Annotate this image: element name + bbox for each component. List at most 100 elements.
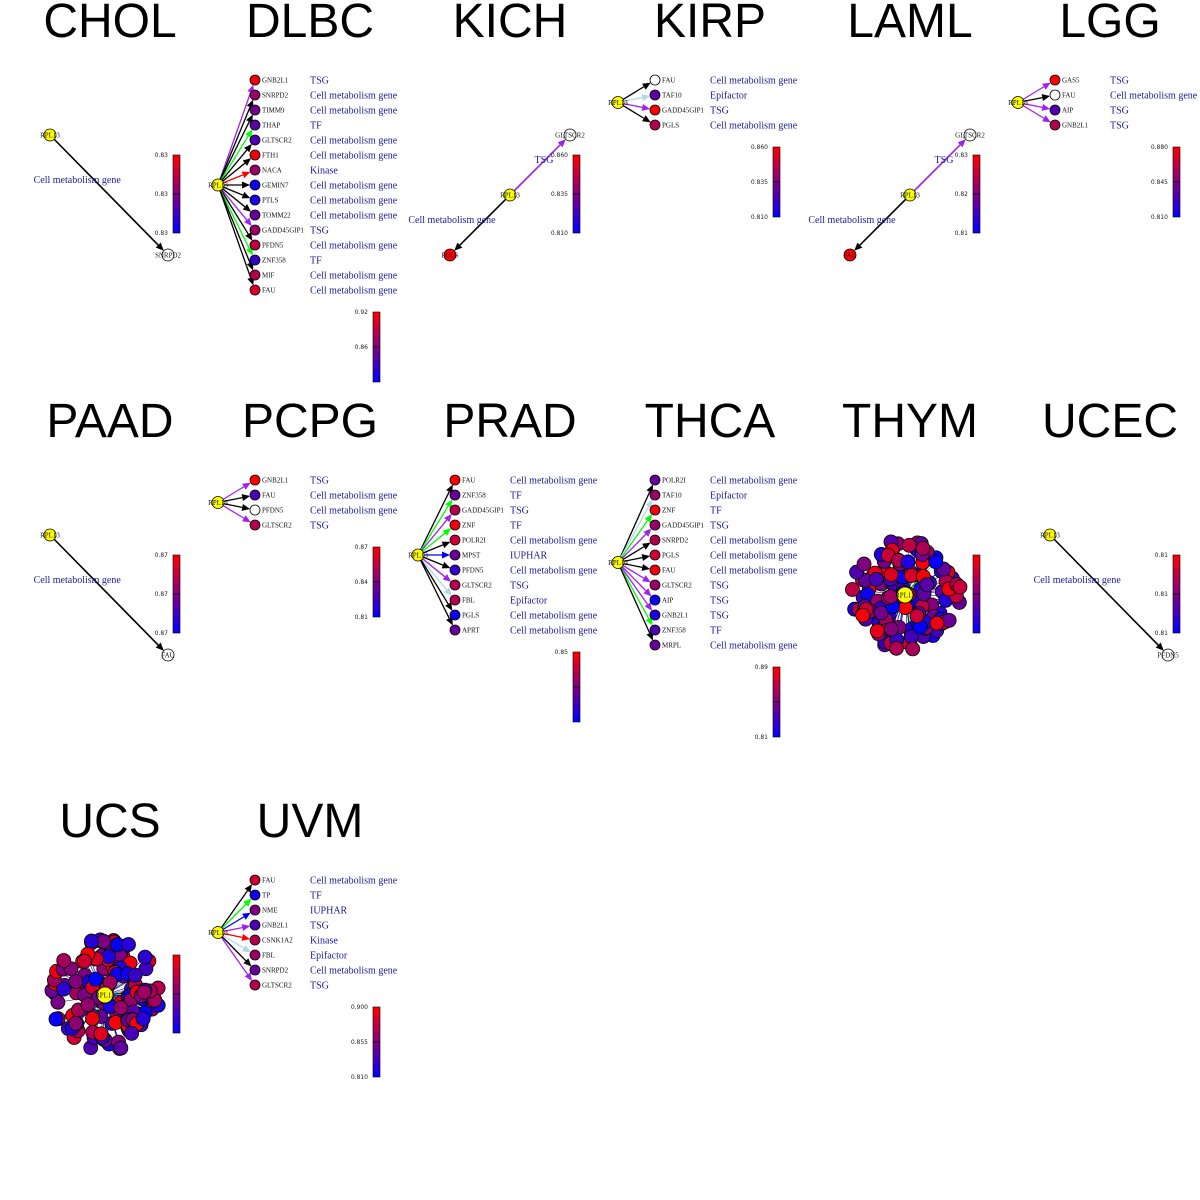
gene-node	[121, 937, 136, 952]
gene-node	[1049, 104, 1061, 116]
panel-title: LGG	[1059, 0, 1161, 48]
gene-node	[649, 74, 661, 86]
gene-label: AIP	[1062, 107, 1073, 115]
gene-node	[93, 1026, 109, 1042]
network-graph: RPL13	[44, 932, 181, 1056]
edge-type-label: TSG	[510, 581, 529, 592]
arrowhead	[446, 484, 453, 494]
arrowhead	[242, 912, 251, 920]
edge-type-label: Cell metabolism gene	[310, 181, 398, 192]
gene-node	[888, 640, 904, 656]
edge-type-label: Epifactor	[310, 951, 348, 962]
gene-node	[249, 209, 261, 221]
edge-labels: RPL13	[95, 992, 115, 1000]
gene-label: RPL13	[1008, 99, 1028, 107]
gene-node	[50, 994, 66, 1010]
gene-node	[449, 534, 461, 546]
nodes	[411, 474, 461, 636]
colorbar-tick-label: 0.900	[351, 1004, 368, 1011]
gene-node	[855, 607, 871, 623]
gene-node	[249, 194, 261, 206]
edge-type-label: TSG	[1110, 121, 1129, 132]
gene-label: POLR2I	[462, 537, 486, 545]
gene-label: FAU	[262, 877, 275, 885]
gene-label: FAU	[662, 77, 675, 85]
gene-node	[68, 1015, 84, 1031]
nodes	[845, 534, 968, 657]
arrowhead	[245, 232, 253, 241]
gene-node	[211, 926, 225, 939]
gene-label: PGLS	[662, 122, 679, 130]
gene-label: FTH1	[262, 152, 279, 160]
colorbar-tick-label: 0.81	[1155, 591, 1169, 598]
edge	[417, 491, 450, 556]
edge-type-label: Cell metabolism gene	[710, 641, 798, 652]
colorbar-tick-label: 0.835	[551, 191, 568, 198]
gene-node	[649, 104, 661, 116]
edge-type-label: TSG	[310, 226, 329, 237]
gene-node	[449, 519, 461, 531]
gene-node	[249, 149, 261, 161]
arrowhead	[644, 602, 653, 611]
gene-label: AIP	[662, 597, 673, 605]
gene-node	[76, 953, 92, 969]
gene-label: ZNF	[462, 522, 475, 530]
colorbar-tick-label: 0.860	[751, 144, 768, 151]
gene-label: GLTSCR2	[955, 132, 985, 140]
gene-label: MRPL	[662, 642, 681, 650]
edge-type-label: Cell metabolism gene	[710, 476, 798, 487]
gene-label: SNRPD2	[262, 967, 289, 975]
colorbar-tick-label: 0.81	[1155, 552, 1169, 559]
colorbar-tick-label: 0.845	[1151, 179, 1168, 186]
gene-node	[449, 594, 461, 606]
gene-node	[649, 549, 661, 561]
edge-type-label: TSG	[310, 76, 329, 87]
arrowhead	[641, 554, 651, 562]
gene-label: GADD45GIP1	[262, 227, 305, 235]
gene-label: RPL13	[608, 99, 628, 107]
arrowhead	[441, 541, 451, 549]
arrowhead	[645, 499, 653, 509]
edge	[617, 562, 650, 619]
gene-label: RPL13	[1040, 532, 1060, 540]
edge-type-label: TF	[310, 891, 322, 902]
arrowhead	[446, 616, 453, 626]
edge-type-label: Cell metabolism gene	[510, 476, 598, 487]
gene-node	[249, 904, 261, 916]
gene-node	[963, 128, 977, 142]
edge-type-label: Cell metabolism gene	[1034, 575, 1122, 586]
gene-node	[135, 1011, 151, 1027]
gene-node	[411, 548, 425, 562]
edge	[217, 135, 249, 186]
gene-node	[449, 474, 461, 486]
edge-type-label: TSG	[710, 611, 729, 622]
panel-title: KICH	[452, 0, 568, 48]
gene-label: ZNF358	[462, 492, 486, 500]
gene-node	[905, 641, 921, 657]
edge	[217, 121, 250, 186]
arrowhead	[241, 191, 251, 199]
gene-label: RPL13	[40, 132, 60, 140]
arrowhead	[244, 217, 252, 227]
gene-node	[249, 164, 261, 176]
edge	[217, 184, 252, 278]
arrowhead	[641, 103, 651, 111]
gene-node	[1011, 96, 1025, 109]
gene-node	[649, 474, 661, 486]
arrowhead	[442, 528, 452, 536]
gene-node	[211, 178, 225, 192]
gene-node	[869, 623, 885, 639]
gene-node	[449, 489, 461, 501]
edge-type-label: Cell metabolism gene	[310, 91, 398, 102]
gene-label: GLTSCR2	[555, 132, 585, 140]
